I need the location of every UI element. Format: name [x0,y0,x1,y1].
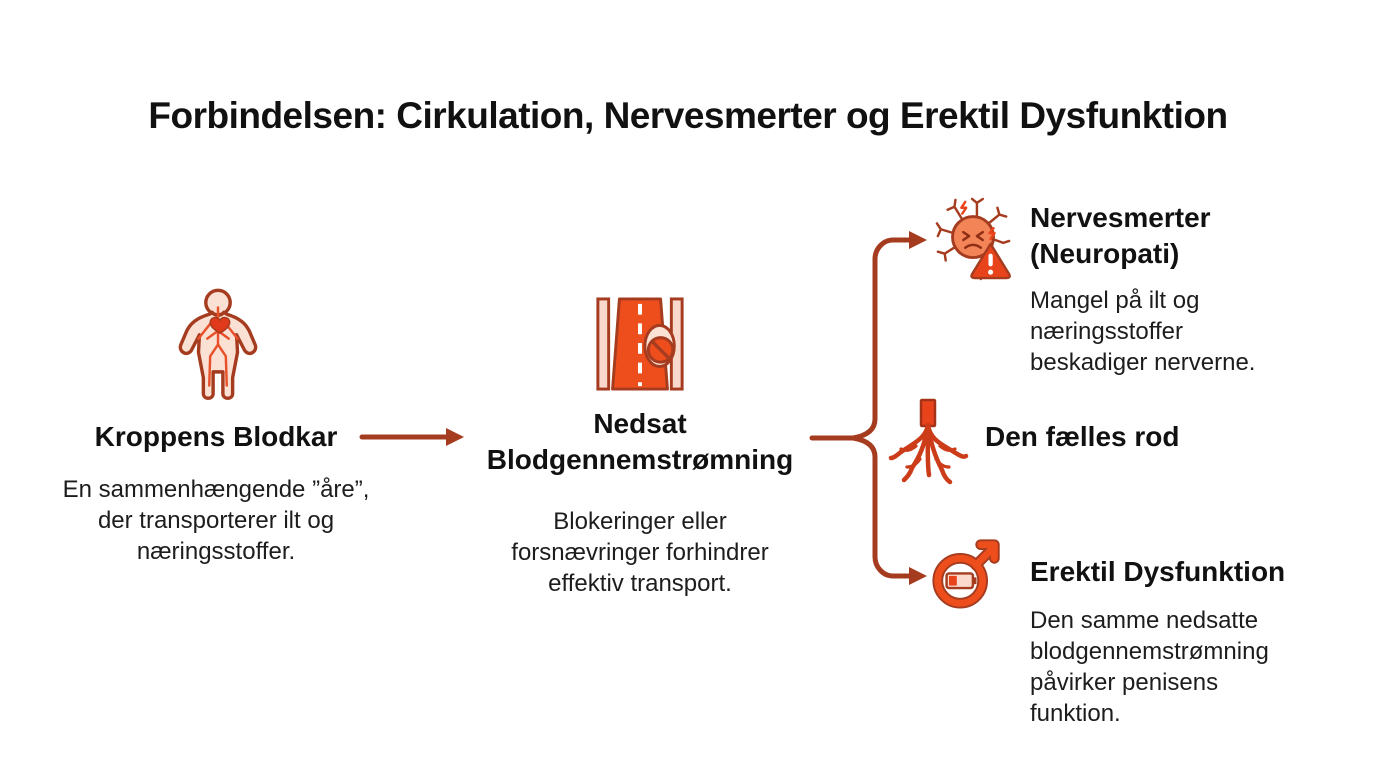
erectile-dysfunction-heading: Erektil Dysfunktion [1030,556,1286,587]
nerve-pain-heading: Nervesmerter (Neuropati) [1030,202,1211,269]
vessels-heading: Kroppens Blodkar [94,421,338,452]
common-root-heading: Den fælles rod [985,421,1180,452]
erectile-dysfunction-description: Den samme nedsatte blodgennemstrømning p… [1030,607,1269,727]
nerve-pain-description: Mangel på ilt og næringsstoffer beskadig… [1030,287,1256,376]
page-title: Forbindelsen: Cirkulation, Nervesmerter … [148,94,1228,136]
branch-connector-icon [805,225,940,591]
vessels-description: En sammenhængende ”åre”, der transporter… [62,476,370,565]
roots-icon [886,398,970,486]
male-low-battery-icon [930,531,1008,611]
blocked-artery-icon [594,296,686,392]
reduced-flow-heading: Nedsat Blodgennemstrømning [486,408,794,475]
reduced-flow-description: Blokeringer eller forsnævringer forhindr… [511,508,769,597]
arrow-right-icon [358,423,470,451]
neuron-pain-icon [933,196,1015,282]
body-circulation-icon [177,287,259,404]
